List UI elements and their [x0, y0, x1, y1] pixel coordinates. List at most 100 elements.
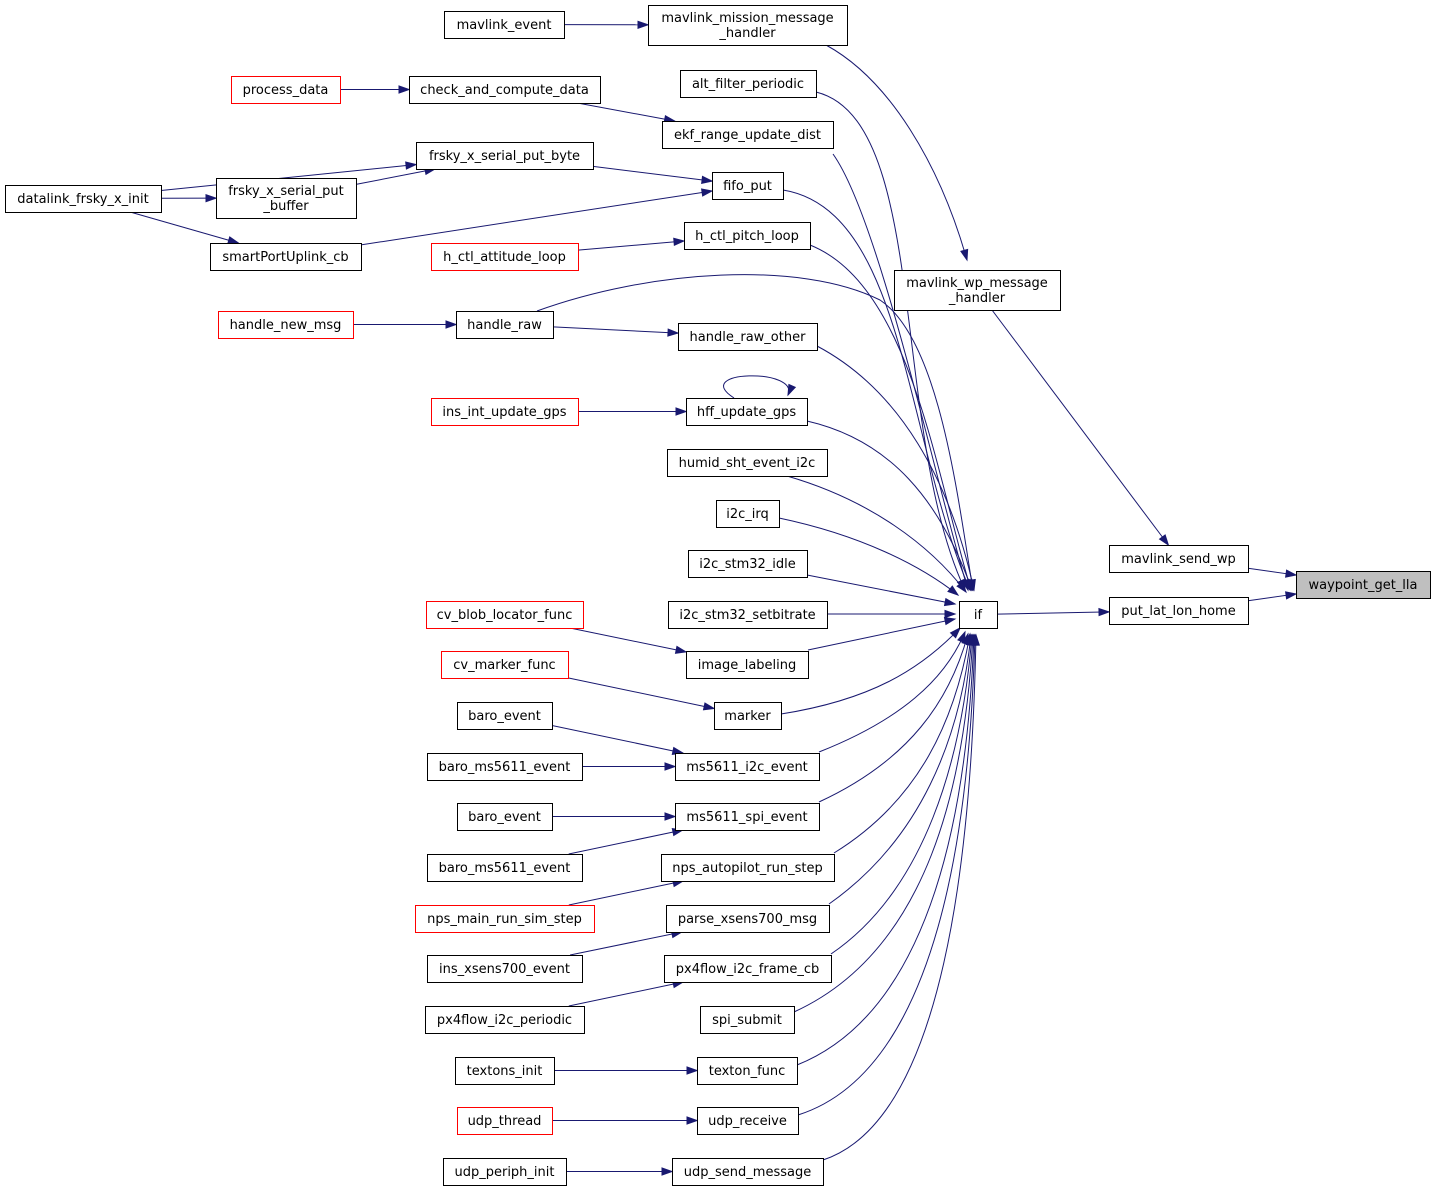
- node-label: _buffer: [262, 199, 309, 214]
- node-label: frsky_x_serial_put: [228, 184, 344, 199]
- node-i2c-stm32-idle[interactable]: i2c_stm32_idle: [688, 550, 808, 578]
- node-label: baro_event: [468, 709, 541, 724]
- node-spi-submit[interactable]: spi_submit: [700, 1006, 795, 1034]
- node-label: udp_periph_init: [454, 1165, 554, 1180]
- node-put-lat-lon-home[interactable]: put_lat_lon_home: [1109, 597, 1249, 625]
- node-box: [425, 1006, 585, 1034]
- node-label: spi_submit: [712, 1013, 782, 1028]
- node-alt-filter-periodic[interactable]: alt_filter_periodic: [680, 70, 817, 98]
- node-datalink-frsky-x-init[interactable]: datalink_frsky_x_init: [5, 185, 162, 213]
- node-mavlink-event[interactable]: mavlink_event: [444, 11, 565, 39]
- node-udp-periph-init[interactable]: udp_periph_init: [443, 1158, 567, 1186]
- edge-datalink-frsky-x-init-to-frsky-x-serial-put-byte: [160, 161, 418, 192]
- node-textons-init[interactable]: textons_init: [455, 1057, 555, 1085]
- node-label: datalink_frsky_x_init: [17, 192, 148, 207]
- node-box: [431, 243, 579, 271]
- node-image-labeling[interactable]: image_labeling: [686, 651, 809, 679]
- node-box: [688, 550, 808, 578]
- node-label: image_labeling: [698, 658, 797, 673]
- node-label: ins_xsens700_event: [439, 962, 570, 977]
- node-humid-sht-event-i2c[interactable]: humid_sht_event_i2c: [667, 449, 828, 477]
- node-parse-xsens700-msg[interactable]: parse_xsens700_msg: [666, 905, 830, 933]
- node-ins-xsens700-event[interactable]: ins_xsens700_event: [427, 955, 583, 983]
- node-label: put_lat_lon_home: [1121, 604, 1235, 619]
- node-px4flow-i2c-frame-cb[interactable]: px4flow_i2c_frame_cb: [664, 955, 832, 983]
- node-i2c-irq[interactable]: i2c_irq: [716, 500, 780, 528]
- node-process-data[interactable]: process_data: [231, 76, 341, 104]
- node-baro-ms5611-event-1[interactable]: baro_ms5611_event: [427, 753, 583, 781]
- node-box: [457, 803, 553, 831]
- node-i2c-stm32-setbitrate[interactable]: i2c_stm32_setbitrate: [668, 601, 828, 629]
- edge-hff-update-gps-to-hff-update-gps: [723, 375, 797, 399]
- node-udp-send-message[interactable]: udp_send_message: [672, 1158, 824, 1186]
- node-handle-raw[interactable]: handle_raw: [456, 311, 554, 339]
- node-nps-autopilot-run-step[interactable]: nps_autopilot_run_step: [661, 854, 835, 882]
- node-label: ms5611_i2c_event: [686, 760, 808, 775]
- node-udp-receive[interactable]: udp_receive: [697, 1107, 799, 1135]
- node-label: udp_send_message: [684, 1165, 811, 1180]
- node-h-ctl-pitch-loop[interactable]: h_ctl_pitch_loop: [684, 222, 811, 250]
- node-handle-raw-other[interactable]: handle_raw_other: [678, 323, 818, 351]
- node-frsky-x-serial-put-byte[interactable]: frsky_x_serial_put_byte: [416, 142, 594, 170]
- node-box: [678, 323, 818, 351]
- node-check-and-compute-data[interactable]: check_and_compute_data: [409, 76, 601, 104]
- edge-h-ctl-attitude-loop-to-h-ctl-pitch-loop: [577, 237, 686, 251]
- node-box: [1296, 571, 1431, 599]
- node-mavlink-send-wp[interactable]: mavlink_send_wp: [1109, 545, 1249, 573]
- node-box: [457, 1107, 553, 1135]
- node-label: nps_main_run_sim_step: [427, 912, 582, 927]
- node-label: _handler: [718, 26, 776, 41]
- node-ins-int-update-gps[interactable]: ins_int_update_gps: [431, 398, 579, 426]
- node-texton-func[interactable]: texton_func: [697, 1057, 798, 1085]
- node-label: handle_raw_other: [690, 330, 807, 345]
- edges-layer: [129, 20, 1298, 1176]
- edge-datalink-frsky-x-init-to-frsky-x-serial-put-buffer: [160, 193, 218, 203]
- node-smartportuplink-cb[interactable]: smartPortUplink_cb: [210, 243, 362, 271]
- node-box: [697, 1107, 799, 1135]
- node-waypoint-get-lla[interactable]: waypoint_get_lla: [1296, 571, 1431, 599]
- edge-textons-init-to-texton-func: [554, 1066, 699, 1075]
- node-fifo-put[interactable]: fifo_put: [712, 172, 784, 200]
- edge-cv-blob-locator-func-to-image-labeling: [569, 627, 688, 654]
- edge-ms5611-spi-event-to-if: [818, 632, 970, 803]
- node-label: handle_new_msg: [230, 318, 342, 333]
- node-label: check_and_compute_data: [420, 83, 589, 98]
- node-label: ekf_range_update_dist: [674, 128, 821, 143]
- node-ms5611-spi-event[interactable]: ms5611_spi_event: [675, 803, 820, 831]
- edge-baro-event-1-to-ms5611-i2c-event: [551, 725, 685, 755]
- node-mavlink-wp-message-handler[interactable]: mavlink_wp_message_handler: [894, 270, 1061, 311]
- node-px4flow-i2c-periodic[interactable]: px4flow_i2c_periodic: [425, 1006, 585, 1034]
- node-label: mavlink_event: [457, 18, 552, 33]
- node-box: [443, 1158, 567, 1186]
- edge-frsky-x-serial-put-byte-to-fifo-put: [592, 165, 714, 185]
- node-baro-ms5611-event-2[interactable]: baro_ms5611_event: [427, 854, 583, 882]
- node-hff-update-gps[interactable]: hff_update_gps: [686, 398, 808, 426]
- edge-nps-main-run-sim-step-to-nps-autopilot-run-step: [568, 879, 685, 906]
- node-handle-new-msg[interactable]: handle_new_msg: [218, 311, 354, 339]
- node-box: [675, 753, 820, 781]
- node-label: handle_raw: [467, 318, 542, 333]
- node-ekf-range-update-dist[interactable]: ekf_range_update_dist: [662, 121, 834, 149]
- edge-handle-new-msg-to-handle-raw: [353, 320, 458, 329]
- edge-ins-int-update-gps-to-hff-update-gps: [578, 407, 688, 416]
- node-mavlink-mission-message-handler[interactable]: mavlink_mission_message_handler: [648, 5, 848, 46]
- node-label: humid_sht_event_i2c: [679, 456, 816, 471]
- node-baro-event-2[interactable]: baro_event: [457, 803, 553, 831]
- node-label: smartPortUplink_cb: [222, 250, 348, 265]
- node-nps-main-run-sim-step[interactable]: nps_main_run_sim_step: [415, 905, 595, 933]
- node-cv-marker-func[interactable]: cv_marker_func: [441, 651, 569, 679]
- node-cv-blob-locator-func[interactable]: cv_blob_locator_func: [426, 601, 584, 629]
- node-ms5611-i2c-event[interactable]: ms5611_i2c_event: [675, 753, 820, 781]
- node-udp-thread[interactable]: udp_thread: [457, 1107, 553, 1135]
- node-frsky-x-serial-put-buffer[interactable]: frsky_x_serial_put_buffer: [216, 178, 357, 219]
- node-marker[interactable]: marker: [714, 702, 782, 730]
- node-box: [1109, 597, 1249, 625]
- node-if[interactable]: if: [959, 601, 998, 629]
- node-box: [218, 311, 354, 339]
- node-h-ctl-attitude-loop[interactable]: h_ctl_attitude_loop: [431, 243, 579, 271]
- node-box: [680, 70, 817, 98]
- node-baro-event-1[interactable]: baro_event: [457, 702, 553, 730]
- node-box: [441, 651, 569, 679]
- edge-humid-sht-event-i2c-to-if: [786, 475, 967, 594]
